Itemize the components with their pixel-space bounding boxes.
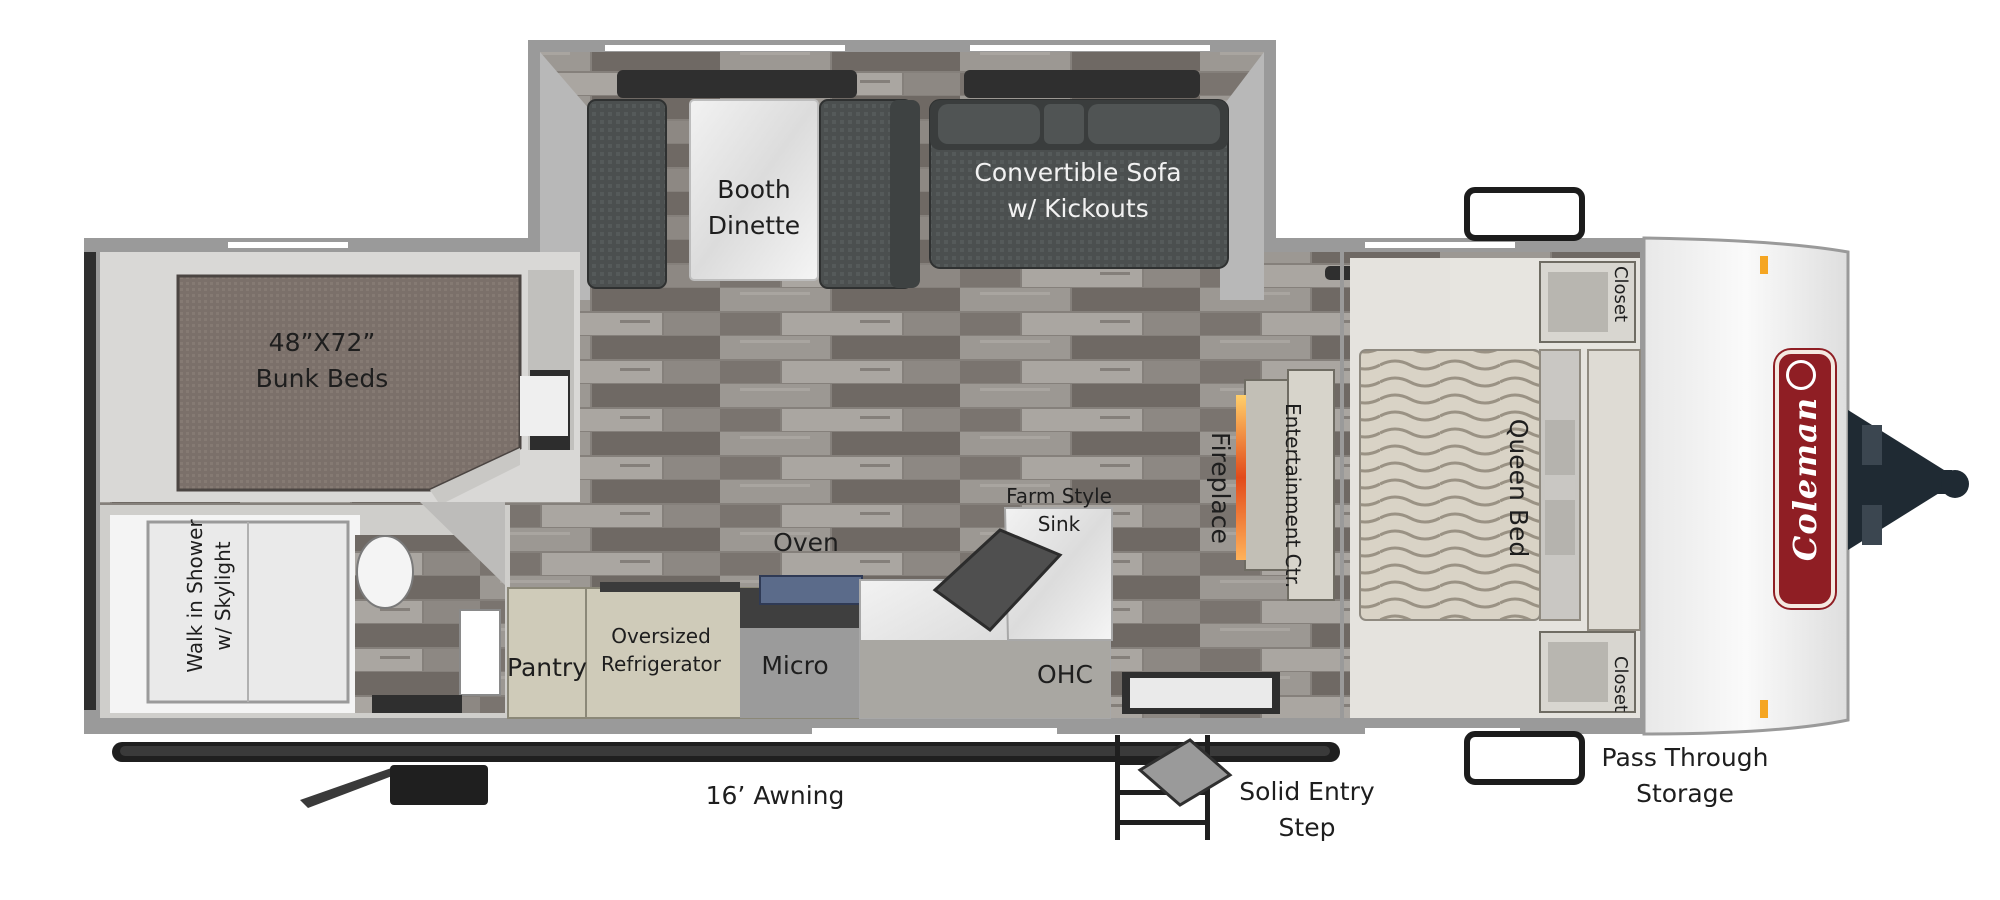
ohc-label: OHC bbox=[1037, 660, 1093, 689]
farm-style-sink-label: Farm Style Sink bbox=[1000, 482, 1118, 538]
entertainment-center bbox=[1236, 369, 1335, 601]
farm-style-sink-line-1: Farm Style bbox=[1006, 484, 1112, 508]
bunk-beds-line-2: Bunk Beds bbox=[255, 364, 389, 393]
bunk-room bbox=[100, 252, 580, 505]
micro-label: Micro bbox=[761, 651, 829, 680]
pantry-label: Pantry bbox=[507, 653, 587, 682]
walk-in-shower-line-1: Walk in Shower bbox=[183, 519, 207, 673]
booth-dinette bbox=[587, 99, 920, 289]
solid-entry-step-label: Solid Entry Step bbox=[1232, 774, 1382, 846]
entertainment-ctr-label: Entertainment Ctr. bbox=[1281, 403, 1305, 589]
oven-label: Oven bbox=[773, 528, 839, 557]
walk-in-shower-label: Walk in Shower w/ Skylight bbox=[181, 496, 237, 696]
bedroom bbox=[1340, 250, 1641, 718]
coleman-logo: Coleman bbox=[1775, 350, 1835, 608]
bathroom bbox=[100, 502, 510, 718]
hitch-tongue bbox=[1848, 410, 1969, 550]
walk-in-shower-line-2: w/ Skylight bbox=[211, 541, 235, 651]
pass-through-storage-line-1: Pass Through bbox=[1601, 743, 1769, 772]
oversized-refrigerator-line-2: Refrigerator bbox=[601, 652, 721, 676]
booth-dinette-label: Booth Dinette bbox=[698, 172, 810, 244]
farm-style-sink-line-2: Sink bbox=[1037, 512, 1081, 536]
slide-out-wall-left bbox=[540, 52, 590, 300]
fireplace-label: Fireplace bbox=[1206, 432, 1235, 544]
entry-step bbox=[1115, 735, 1233, 840]
convertible-sofa-label: Convertible Sofa w/ Kickouts bbox=[968, 155, 1188, 227]
awning bbox=[112, 742, 1340, 808]
booth-dinette-line-1: Booth bbox=[717, 175, 791, 204]
lantern-icon bbox=[1786, 360, 1816, 390]
oversized-refrigerator-line-1: Oversized bbox=[611, 624, 711, 648]
solid-entry-step-line-1: Solid Entry bbox=[1239, 777, 1375, 806]
kitchen bbox=[507, 507, 1280, 719]
convertible-sofa bbox=[929, 99, 1229, 269]
oversized-refrigerator-label: Oversized Refrigerator bbox=[586, 622, 736, 678]
bunk-beds-line-1: 48”X72” bbox=[268, 328, 376, 357]
bedroom-side-windows bbox=[1464, 187, 1585, 785]
booth-dinette-line-2: Dinette bbox=[707, 211, 801, 240]
queen-bed-label: Queen Bed bbox=[1504, 418, 1533, 558]
closet-top-label: Closet bbox=[1610, 265, 1631, 323]
closet-bottom-label: Closet bbox=[1610, 655, 1631, 713]
pass-through-storage-line-2: Storage bbox=[1636, 779, 1734, 808]
awning-label: 16’ Awning bbox=[705, 781, 845, 810]
bunk-beds-label: 48”X72” Bunk Beds bbox=[242, 325, 402, 397]
coleman-logo-text: Coleman bbox=[1786, 396, 1824, 562]
slide-out-wall-right bbox=[1220, 52, 1264, 300]
pass-through-storage-label: Pass Through Storage bbox=[1600, 740, 1770, 812]
solid-entry-step-line-2: Step bbox=[1278, 813, 1336, 842]
convertible-sofa-line-1: Convertible Sofa bbox=[974, 158, 1182, 187]
windows bbox=[228, 45, 1520, 734]
convertible-sofa-line-2: w/ Kickouts bbox=[1007, 194, 1149, 223]
